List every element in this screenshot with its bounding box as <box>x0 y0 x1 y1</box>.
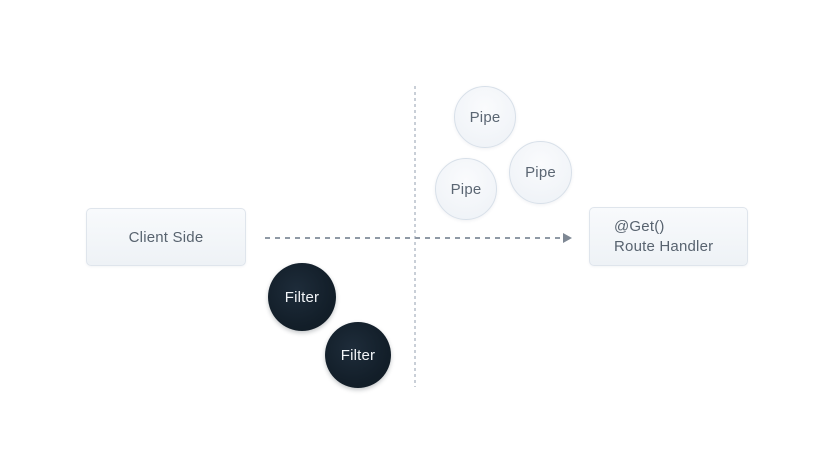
arrow-right-icon <box>563 233 572 243</box>
pipe-label: Pipe <box>469 108 501 126</box>
route-handler-decorator-label: @Get() <box>614 217 665 235</box>
pipe-circle: Pipe <box>454 86 516 148</box>
pipe-label: Pipe <box>525 164 556 181</box>
pipe-circle: Pipe <box>435 158 497 220</box>
request-flow-dashed-line <box>265 237 564 239</box>
client-side-label: Client Side <box>128 228 204 246</box>
filter-label: Filter <box>284 288 320 306</box>
client-side-box: Client Side <box>86 208 246 266</box>
filter-circle: Filter <box>325 322 391 388</box>
route-handler-label: Route Handler <box>614 237 714 255</box>
pipe-circle: Pipe <box>509 141 572 204</box>
pipe-label: Pipe <box>450 180 482 198</box>
vertical-divider-dashed-line <box>414 86 416 387</box>
filter-circle: Filter <box>268 263 336 331</box>
filter-label: Filter <box>340 346 376 364</box>
route-handler-box: @Get() Route Handler <box>589 207 748 266</box>
